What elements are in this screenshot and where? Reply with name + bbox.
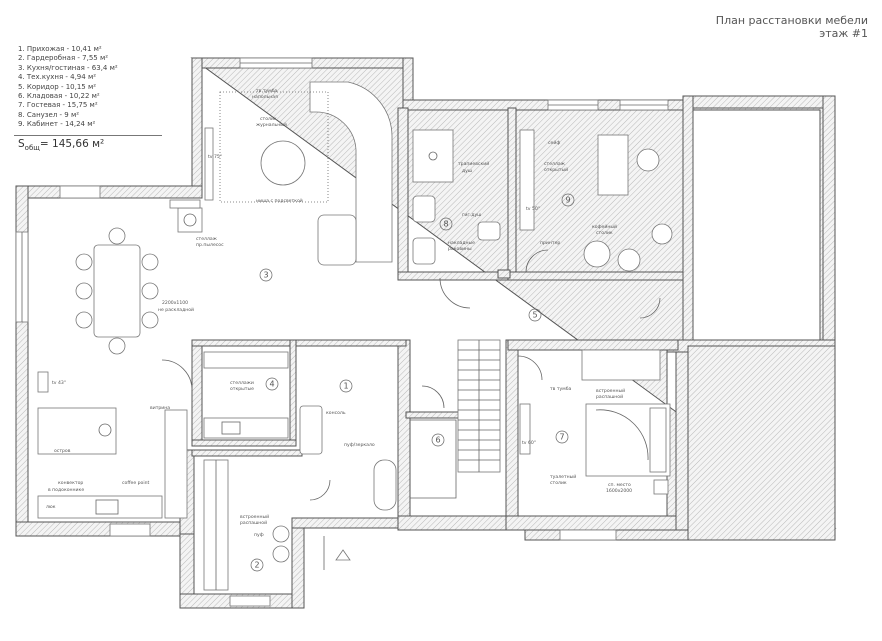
wardrobe-furniture [203, 459, 290, 591]
label-v-podokonnike: в подоконнике [48, 488, 84, 493]
legend-item-7: 7. Гостевая - 15,75 м² [18, 101, 98, 110]
drawing-title: План расстановки мебели этаж #1 [716, 14, 868, 40]
label-nisha: ниша с подсветкой [256, 197, 303, 204]
room-number-7: 7 [559, 433, 564, 442]
total-area-value: = 145,66 м² [39, 137, 105, 150]
label-napolnaya: напольная [252, 95, 278, 100]
legend-item-9: 9. Кабинет - 14,24 м² [18, 120, 96, 129]
label-otkrytye: открытые [230, 387, 254, 392]
legend-item-4: 4. Тех.кухня - 4,94 м² [18, 73, 97, 82]
total-area: Sобщ= 145,66 м² [18, 137, 162, 154]
label-stellazhi: стеллажи [230, 381, 254, 386]
label-rakoviny: раковины [448, 247, 472, 252]
room-number-4: 4 [269, 380, 274, 389]
door-swings [161, 249, 661, 570]
label-vitrina: витрина [150, 406, 170, 411]
label-bed-size: 1600х2000 [606, 488, 632, 494]
label-nakladnye: накладные [448, 241, 475, 246]
label-raspashnoy-guest: распашной [596, 393, 623, 400]
legend-item-5: 5. Коридор - 10,15 м² [18, 82, 97, 91]
label-coffee-point: coffee point [122, 480, 150, 486]
label-tv-43: tv 43" [52, 380, 66, 386]
total-area-subscript: общ [24, 143, 40, 152]
label-tv-75: tv 75" [208, 154, 222, 160]
label-vstroenny: встроенный [240, 513, 269, 520]
label-vstroenny-guest: встроенный [596, 387, 625, 394]
label-stellazh-otkr: открытый [544, 166, 568, 173]
annotations: тв тумба напольная столик журнальный tv … [46, 88, 632, 538]
label-kofeiny: кофейный [592, 223, 617, 230]
drawing-title-line2: этаж #1 [819, 27, 868, 40]
label-tualetny: туалетный [550, 473, 576, 480]
label-stolik-guest: столик [550, 481, 567, 486]
drawing-title-line1: План расстановки мебели [715, 14, 868, 27]
label-konsol: консоль [326, 411, 346, 416]
bathroom-fixtures [412, 129, 501, 265]
label-tv-60: tv 60" [522, 440, 536, 446]
kitchen [37, 371, 188, 519]
room-number-8: 8 [443, 220, 448, 229]
label-trap-dush: трапиевский [458, 160, 489, 167]
label-raspashnoy: распашной [240, 519, 267, 526]
legend-item-3: 3. Кухня/гостиная - 63,4 м² [18, 63, 118, 72]
legend-item-6: 6. Кладовая - 10,22 м² [18, 92, 100, 101]
interior-walls [191, 107, 684, 457]
label-printer: принтер [540, 241, 560, 246]
label-sp-mesto: сп. место [608, 483, 631, 488]
label-stellazh-office: стеллаж [544, 162, 565, 167]
legend-item-1: 1. Прихожая - 10,41 м² [18, 45, 102, 53]
room-number-3: 3 [263, 271, 268, 280]
legend-divider [14, 134, 162, 136]
label-lyuk: люк [46, 505, 56, 510]
label-tv-tumba: тв тумба [256, 88, 278, 94]
label-tv-50: tv 50" [526, 206, 540, 212]
hall-furniture [299, 405, 397, 511]
guest-room-furniture [519, 349, 671, 495]
label-seif: сейф [548, 139, 560, 146]
room-number-markers: 1 2 3 4 5 6 7 8 9 [250, 193, 575, 572]
label-zhurnalny: журнальный [256, 121, 287, 128]
label-dush: душ [462, 169, 472, 174]
label-pouf-mirror: пуф/зеркало [344, 442, 375, 448]
room-number-2: 2 [254, 561, 259, 570]
label-konvektor: конвектор [58, 481, 83, 486]
label-tv-tumba-guest: тв тумба [550, 386, 572, 392]
staircase [410, 339, 501, 499]
dining-set [75, 227, 159, 355]
office-furniture [519, 129, 673, 272]
label-stolik-office: столик [596, 231, 613, 236]
room-number-5: 5 [532, 311, 537, 320]
living-room-furniture [169, 81, 393, 266]
room-number-9: 9 [565, 196, 570, 205]
room-number-1: 1 [343, 382, 348, 391]
label-gig-dush: гиг.душ [462, 213, 481, 218]
label-puf: пуф [254, 532, 264, 538]
label-stellazh: стеллаж [196, 237, 217, 242]
room-legend: 1. Прихожая - 10,41 м² 2. Гардеробная - … [14, 45, 162, 154]
label-pylesos: пр.пылесос [196, 243, 224, 248]
label-stolik: столик [260, 117, 277, 122]
windows [15, 57, 669, 607]
total-area-symbol: S [18, 137, 25, 150]
legend-item-8: 8. Санузел - 9 м² [18, 110, 80, 119]
tech-kitchen-furniture [203, 351, 289, 439]
room-number-6: 6 [435, 436, 440, 445]
legend-item-2: 2. Гардеробная - 7,55 м² [18, 54, 109, 63]
label-ostrov: остров [54, 449, 71, 454]
label-table-note: не раскладной [158, 306, 194, 313]
label-table-size: 2200х1100 [162, 300, 188, 306]
